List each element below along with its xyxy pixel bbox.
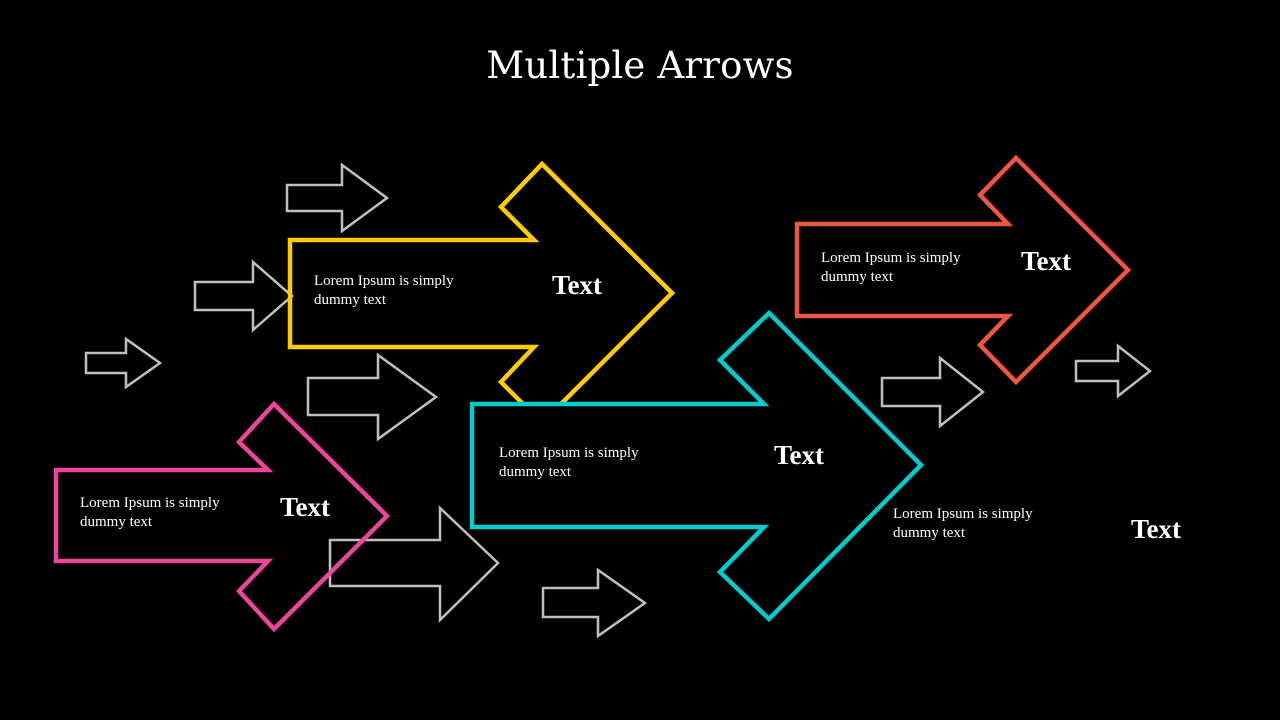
slide-title: Multiple Arrows [486, 44, 794, 87]
cyan-arrow-description: Lorem Ipsum is simply dummy text [499, 445, 639, 480]
small-arrow-4 [306, 352, 439, 442]
small-arrow-8 [1074, 343, 1153, 399]
cyan-arrow-heading: Text [774, 440, 825, 470]
pink-arrow [53, 400, 391, 633]
small-arrow-7 [880, 355, 986, 429]
red-arrow [794, 154, 1132, 386]
small-arrow-1 [285, 162, 390, 234]
small-arrow-6 [541, 567, 648, 639]
yellow-arrow-heading: Text [552, 270, 603, 300]
red-arrow-description: Lorem Ipsum is simply dummy text [821, 250, 961, 285]
free-heading: Text [1131, 514, 1182, 544]
red-arrow-heading: Text [1021, 246, 1072, 276]
small-arrow-5 [328, 505, 500, 623]
free-description: Lorem Ipsum is simply dummy text [893, 506, 1033, 541]
yellow-arrow [287, 160, 676, 427]
pink-arrow-description: Lorem Ipsum is simply dummy text [80, 495, 220, 530]
yellow-arrow-description: Lorem Ipsum is simply dummy text [314, 273, 454, 308]
pink-arrow-heading: Text [280, 492, 331, 522]
small-arrow-2 [193, 259, 294, 333]
small-arrow-3 [84, 336, 163, 390]
cyan-arrow [469, 309, 925, 623]
